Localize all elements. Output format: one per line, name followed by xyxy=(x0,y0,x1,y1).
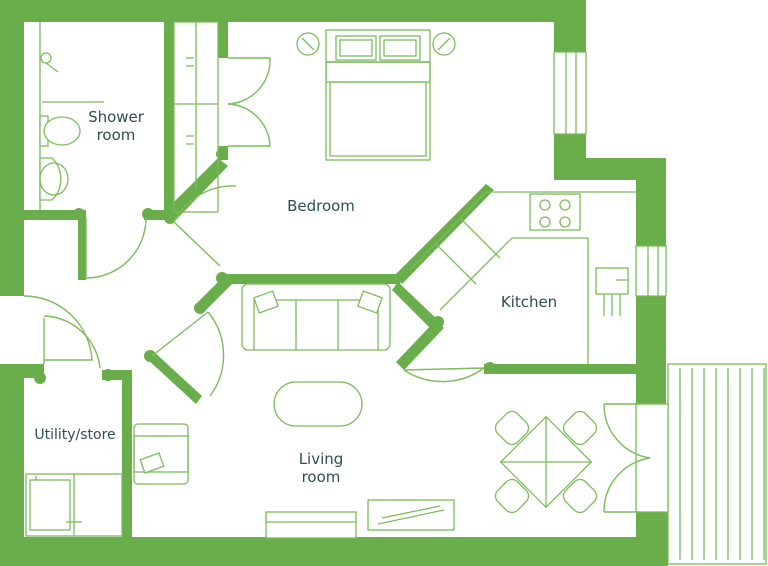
wall-bedroom-right-lower xyxy=(554,134,586,160)
balcony-deck xyxy=(667,363,767,565)
entrance-door-swing xyxy=(23,295,93,361)
shower-room-label-line1: Shower xyxy=(88,108,144,126)
wall-nub xyxy=(432,316,444,328)
utility-door-swing xyxy=(43,315,101,369)
wall-nub xyxy=(142,208,154,220)
wall-nub xyxy=(484,362,496,374)
balcony-door-swing-bottom xyxy=(603,457,651,513)
balcony-door-frame xyxy=(635,403,669,513)
shower-room-label-line2: room xyxy=(96,126,136,144)
walls xyxy=(0,0,668,566)
wall-diag-kitchen-lower xyxy=(392,282,440,330)
dining-chair xyxy=(562,478,598,514)
wardrobe-door-swing-bottom xyxy=(227,103,271,147)
toilet-bowl-icon xyxy=(43,116,81,146)
dining-chair xyxy=(494,478,530,514)
bedroom-window xyxy=(553,51,587,135)
wall-diag-living-top-left xyxy=(196,276,232,312)
kitchen-window xyxy=(635,245,667,297)
wall-nub xyxy=(144,350,156,362)
cushion-icon xyxy=(139,452,165,474)
balcony xyxy=(603,363,767,565)
living-room-label-line2: room xyxy=(301,468,341,486)
wardrobe xyxy=(173,21,271,213)
wall-nub xyxy=(102,369,114,381)
wall-nub xyxy=(73,208,85,220)
wall-living-right-lower xyxy=(636,512,668,566)
bedside-lamp-icon xyxy=(432,32,456,56)
wall-left-upper xyxy=(0,0,24,296)
wall-diag-living-left xyxy=(146,350,202,404)
living-room-label-line1: Living xyxy=(298,450,344,468)
wall-nub xyxy=(34,372,46,384)
wall-entry-stub-top xyxy=(0,286,24,296)
room-label-shower: Shower room xyxy=(80,108,152,144)
wall-nub xyxy=(194,302,206,314)
bed-frame xyxy=(325,61,431,161)
shower-room-fixtures xyxy=(39,22,104,210)
wall-nub xyxy=(164,212,176,224)
living-fixtures xyxy=(133,283,455,539)
kitchen-sink-icon xyxy=(595,267,629,295)
tv-unit xyxy=(265,511,357,539)
cushion-icon xyxy=(357,290,383,314)
wall-utility-right xyxy=(122,370,132,540)
balcony-door-swing-top xyxy=(603,403,651,459)
basin-icon xyxy=(39,157,62,201)
wall-top xyxy=(0,0,586,22)
dining-table xyxy=(494,410,598,514)
doors xyxy=(23,185,485,397)
shower-head-icon xyxy=(40,52,52,64)
wall-bedroom-right xyxy=(554,0,586,52)
coffee-table xyxy=(273,381,363,427)
dining-chair xyxy=(494,410,530,446)
wardrobe-door-swing-top xyxy=(227,57,271,105)
wall-kitchen-right-lower xyxy=(636,296,666,404)
wall-kitchen-bottom xyxy=(484,364,644,374)
room-label-living: Living room xyxy=(284,450,358,486)
armchair xyxy=(133,423,189,485)
living-door-swing xyxy=(151,311,225,397)
wall-diag-kitchen-bottom xyxy=(396,320,444,370)
kitchen-fixtures xyxy=(409,191,636,364)
wall-shower-bottom xyxy=(20,210,82,220)
wall-utility-top-stub xyxy=(102,370,132,380)
room-label-utility: Utility/store xyxy=(34,427,116,443)
hob-icon xyxy=(529,193,581,231)
windows xyxy=(553,51,667,297)
wall-shower-bottom-stub xyxy=(144,210,174,220)
sideboard xyxy=(367,499,455,531)
bedside-lamp-icon xyxy=(296,32,320,56)
dining-chair xyxy=(562,410,598,446)
cushion-icon xyxy=(253,290,279,314)
wall-hall-stub xyxy=(78,210,86,280)
wall-nub xyxy=(216,148,228,160)
kitchen-door-swing xyxy=(403,367,485,383)
room-label-kitchen: Kitchen xyxy=(500,293,558,311)
room-label-bedroom: Bedroom xyxy=(287,197,355,215)
bed xyxy=(296,29,456,161)
wall-left-lower xyxy=(0,364,24,566)
headboard xyxy=(325,29,431,63)
wall-bottom xyxy=(0,537,668,566)
bedroom-door-swing xyxy=(173,185,237,267)
shower-door-swing xyxy=(85,217,147,279)
wall-nub xyxy=(216,272,228,284)
wall-wardrobe-stub-top xyxy=(218,22,228,58)
wall-shower-right xyxy=(164,22,174,218)
wall-living-top xyxy=(222,274,400,284)
wall-kitchen-right-upper xyxy=(636,158,666,246)
utility-fixtures xyxy=(25,473,123,537)
